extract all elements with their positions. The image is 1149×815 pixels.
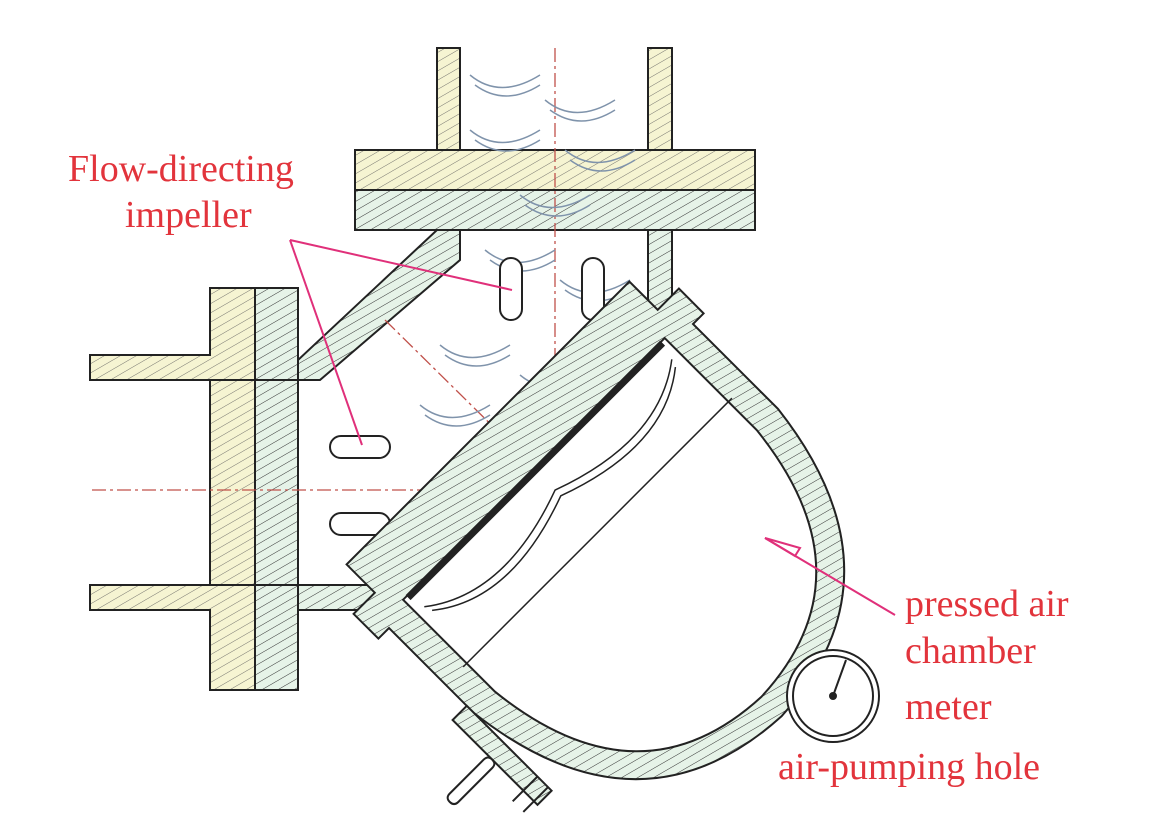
chamber-membrane — [424, 359, 673, 608]
chamber-divider — [462, 397, 733, 668]
chamber-membrane — [432, 367, 677, 612]
air-hole-boss — [451, 704, 554, 807]
label-impeller: impeller — [125, 194, 252, 236]
air-pumping-hole-plug — [446, 756, 496, 806]
leader-lines — [289, 239, 896, 616]
pressed-air-chamber — [345, 280, 846, 813]
label-meter: meter — [905, 686, 992, 728]
label-pressed-air: pressed air — [905, 583, 1069, 625]
label-chamber: chamber — [905, 630, 1036, 672]
label-flow-directing: Flow-directing — [68, 148, 294, 190]
label-air-pumping-hole: air-pumping hole — [778, 746, 1041, 788]
pressure-meter — [786, 649, 880, 743]
chamber-cavity — [401, 336, 818, 753]
chamber-seal — [405, 340, 666, 601]
meter-stem — [511, 775, 549, 813]
